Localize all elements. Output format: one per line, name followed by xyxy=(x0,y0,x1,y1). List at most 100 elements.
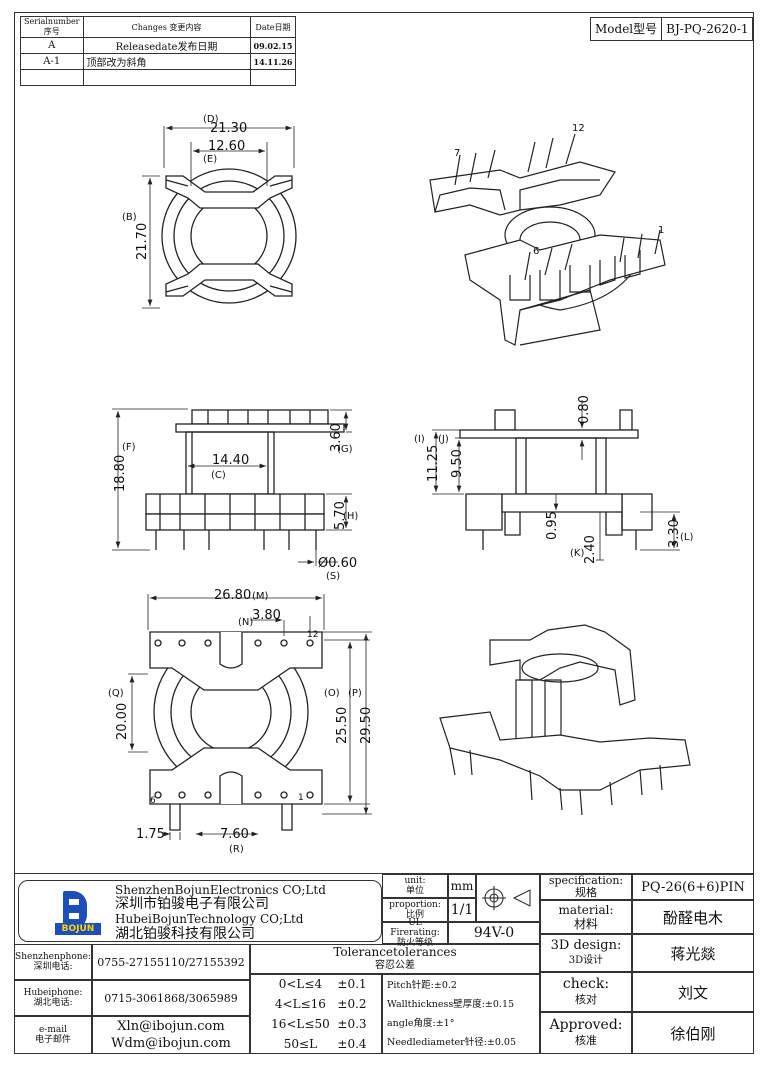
dim-E-value: 12.60 xyxy=(208,139,245,154)
tol-range: 0<L≤4 xyxy=(278,977,323,991)
tol-note: Pitch针距:±0.2 xyxy=(387,980,457,991)
contact-label-cn: 电子邮件 xyxy=(34,1035,71,1045)
check-label-cn: 核对 xyxy=(575,993,597,1006)
dim-D-value: 21.30 xyxy=(210,121,247,136)
tol-value: ±0.1 xyxy=(337,977,367,991)
approved-label-cn: 核准 xyxy=(575,1034,597,1047)
dim-I-label: (I) xyxy=(414,434,425,445)
dim-C-value: 14.40 xyxy=(212,453,249,468)
dim-B-label: (B) xyxy=(122,212,137,223)
material-label-cn: 材料 xyxy=(573,917,598,931)
material-value: 酚醛电木 xyxy=(632,900,754,934)
proportion-value: 1/1 xyxy=(448,898,476,922)
dim-N-label: (N) xyxy=(238,617,253,628)
ul-label-cn: 防火等级 xyxy=(396,938,433,948)
contact-value: 0755-27155110/27155392 xyxy=(92,944,250,980)
contact-value: 0715-3061868/3065989 xyxy=(92,980,250,1016)
pin-label-6: 6 xyxy=(533,246,539,257)
tol-note: angle角度:±1° xyxy=(387,1018,455,1029)
proportion-label: proportion: xyxy=(389,900,441,910)
material-label-cell: material: 材料 xyxy=(540,900,632,934)
dim-R-value: 7.60 xyxy=(220,827,249,842)
tol-note: Needlediameter针径:±0.05 xyxy=(387,1037,517,1048)
check-value: 刘文 xyxy=(632,972,754,1012)
dim-H-value: 5.70 xyxy=(333,501,348,530)
top-view xyxy=(161,168,297,304)
dim-G-value: 3.60 xyxy=(329,423,344,452)
proportion-label-cn: 比例 xyxy=(405,910,424,920)
unit-label: unit: xyxy=(404,876,426,886)
dim-L-value: 3.30 xyxy=(667,519,682,548)
proportion-label-cell: proportion: 比例 xyxy=(382,898,448,922)
approved-label-cell: Approved: 核准 xyxy=(540,1012,632,1054)
dim-L-label: (L) xyxy=(680,532,693,543)
dim-R-label: (R) xyxy=(229,844,244,855)
ul-label-cell: UL Firerating: 防火等级 xyxy=(382,918,448,948)
dim-C-label: (C) xyxy=(211,470,226,481)
dim-J-value: 9.50 xyxy=(450,449,465,478)
company-box: BOJUN ShenzhenBojunElectronics CO;Ltd 深圳… xyxy=(18,880,382,942)
tol-value: ±0.4 xyxy=(337,1037,367,1051)
unit-value: mm xyxy=(448,874,476,898)
company-line3: HubeiBojunTechnology CO;Ltd xyxy=(115,912,304,926)
dim-wall-value: 0.95 xyxy=(545,511,560,540)
approved-label: Approved: xyxy=(549,1017,623,1033)
tolerance-title: Tolerancetolerances xyxy=(333,945,457,959)
tol-note: Wallthickness壁厚度:±0.15 xyxy=(387,999,515,1010)
pin-label-7: 7 xyxy=(454,148,460,159)
dim-M-value: 26.80 xyxy=(214,588,251,603)
logo-text: BOJUN xyxy=(55,923,101,935)
email-cell: Xln@ibojun.com Wdm@ibojun.com xyxy=(92,1016,250,1054)
email-value: Xln@ibojun.com xyxy=(117,1019,225,1034)
dim-S-value: Ø0.60 xyxy=(318,556,357,571)
model-label: Model型号 xyxy=(595,22,658,36)
tolerance-notes: Pitch针距:±0.2 Wallthickness壁厚度:±0.15 angl… xyxy=(382,974,540,1054)
dim-B-value: 21.70 xyxy=(135,223,150,260)
pin-label-1: 1 xyxy=(298,793,304,803)
ul-label: UL Firerating: xyxy=(390,918,440,938)
spec-label-cell: specification: 规格 xyxy=(540,874,632,900)
dim-H-label: (H) xyxy=(343,511,358,522)
pin-label-1: 1 xyxy=(658,225,664,236)
contact-label: e-mail xyxy=(38,1025,68,1035)
unit-label-cell: unit: 单位 xyxy=(382,874,448,898)
bottom-view xyxy=(149,631,323,831)
projection-symbol-icon xyxy=(476,874,540,922)
dim-P-label: (P) xyxy=(348,688,362,699)
unit-label-cn: 单位 xyxy=(405,886,424,896)
isometric-view-top xyxy=(429,133,666,346)
spec-label: specification: xyxy=(548,874,624,887)
contact-label-cell: Shenzhenphone: 深圳电话: xyxy=(14,944,92,980)
tol-range: 50≤L xyxy=(283,1037,318,1051)
tol-value: ±0.2 xyxy=(337,997,367,1011)
contact-label-cn: 湖北电话: xyxy=(33,998,73,1008)
check-label: check: xyxy=(562,976,610,992)
pin-label-12: 12 xyxy=(307,630,318,640)
dim-N-value: 3.80 xyxy=(252,608,281,623)
title-block: BOJUN ShenzhenBojunElectronics CO;Ltd 深圳… xyxy=(14,873,754,1054)
dim-K-label: (K) xyxy=(570,548,584,559)
dim-F-value: 18.80 xyxy=(113,455,128,492)
company-line2: 深圳市铂骏电子有限公司 xyxy=(115,896,269,912)
model-value: BJ-PQ-2620-1 xyxy=(661,18,752,40)
dim-O-label: (O) xyxy=(324,688,340,699)
isometric-view-bottom xyxy=(439,624,691,816)
rev-row-date: 14.11.26 xyxy=(249,53,297,70)
dim-E-label: (E) xyxy=(203,154,217,165)
spec-value: PQ-26(6+6)PIN xyxy=(632,874,754,900)
contact-label-cell: Hubeiphone: 湖北电话: xyxy=(14,980,92,1016)
tolerance-ranges: 0<L≤4±0.1 4<L≤16±0.2 16<L≤50±0.3 50≤L±0.… xyxy=(250,974,382,1054)
side-view xyxy=(459,409,653,550)
design-label-cell: 3D design: 3D设计 xyxy=(540,934,632,972)
pin-label-6: 6 xyxy=(150,796,156,806)
contact-label: Hubeiphone: xyxy=(23,988,83,998)
revision-table: Serialnumber序号 Changes 变更内容 Date日期 A Rel… xyxy=(20,16,297,86)
company-line1: ShenzhenBojunElectronics CO;Ltd xyxy=(115,883,326,897)
tolerance-title-cn: 容忍公差 xyxy=(375,960,415,971)
dim-J-label: (J) xyxy=(438,434,449,445)
tol-range: 16<L≤50 xyxy=(271,1017,330,1031)
dim-K-value: 2.40 xyxy=(583,535,598,564)
dim-F-label: (F) xyxy=(122,442,136,453)
dim-top-value: 0.80 xyxy=(577,395,592,424)
contact-label: Shenzhenphone: xyxy=(15,952,91,962)
